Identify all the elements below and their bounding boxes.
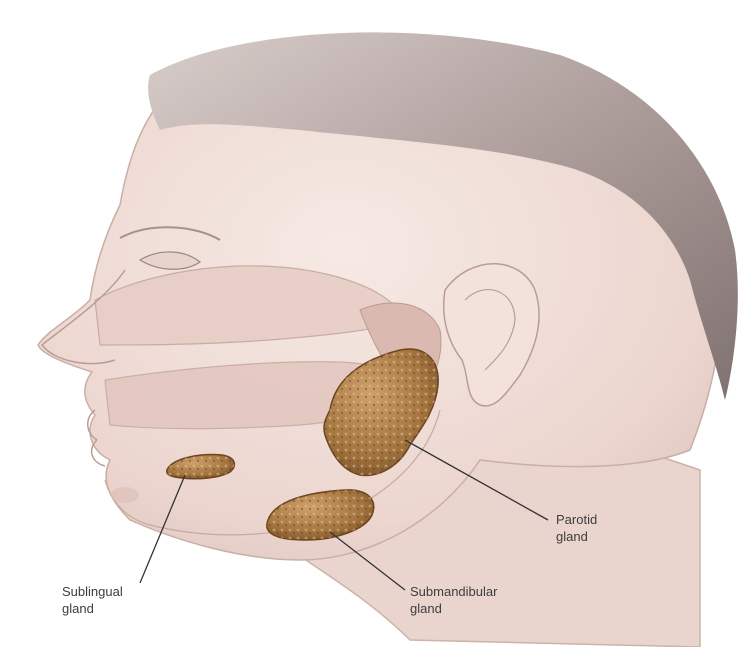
sublingual-label-line2: gland <box>62 601 94 616</box>
parotid-label-line2: gland <box>556 529 588 544</box>
submandibular-label-line1: Submandibular <box>410 584 498 599</box>
submandibular-label-line2: gland <box>410 601 442 616</box>
chin-mark <box>111 487 139 503</box>
sublingual-label-line1: Sublingual <box>62 584 123 599</box>
sublingual-label: Sublingual gland <box>62 584 126 616</box>
parotid-label-line1: Parotid <box>556 512 597 527</box>
